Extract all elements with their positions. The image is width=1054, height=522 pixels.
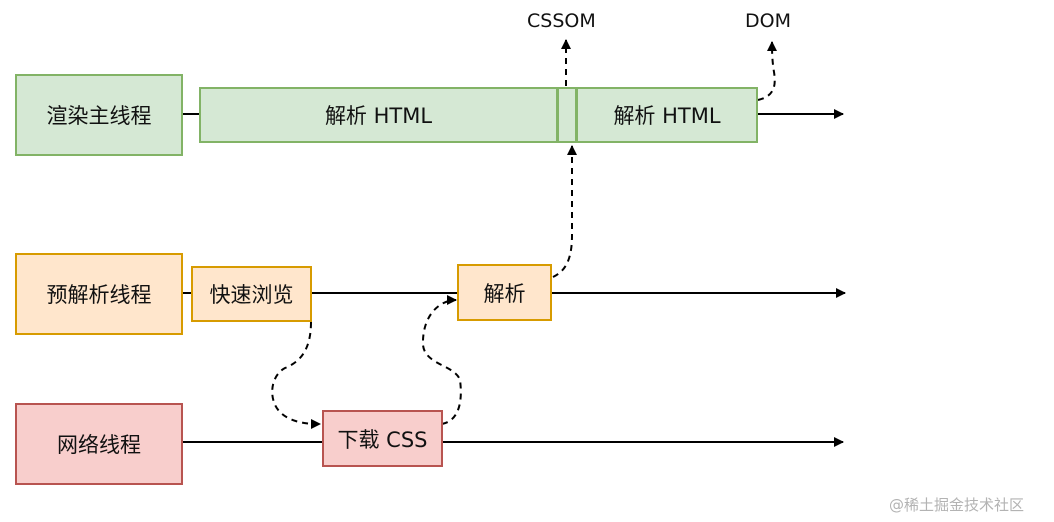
parse-html-task-2: 解析 HTML: [576, 87, 758, 143]
quick-browse-to-download-arrow: [271, 321, 321, 429]
preparse-thread-label: 预解析线程: [15, 253, 183, 335]
cssom-label: CSSOM: [527, 10, 596, 32]
quick-browse-task: 快速浏览: [191, 266, 312, 322]
download-css-task: 下载 CSS: [322, 410, 443, 467]
parse-task: 解析: [457, 264, 552, 321]
parse-html-task-1: 解析 HTML: [199, 87, 558, 143]
watermark: @稀土掘金技术社区: [889, 496, 1025, 514]
render-thread-label: 渲染主线程: [15, 74, 183, 156]
dom-label: DOM: [745, 10, 791, 32]
network-thread-label: 网络线程: [15, 403, 183, 485]
cssom-marker: [557, 87, 577, 143]
dom-output-arrow: [757, 41, 778, 101]
download-to-parse-arrow: [421, 295, 462, 425]
parse-to-cssom-arrow: [552, 145, 577, 278]
